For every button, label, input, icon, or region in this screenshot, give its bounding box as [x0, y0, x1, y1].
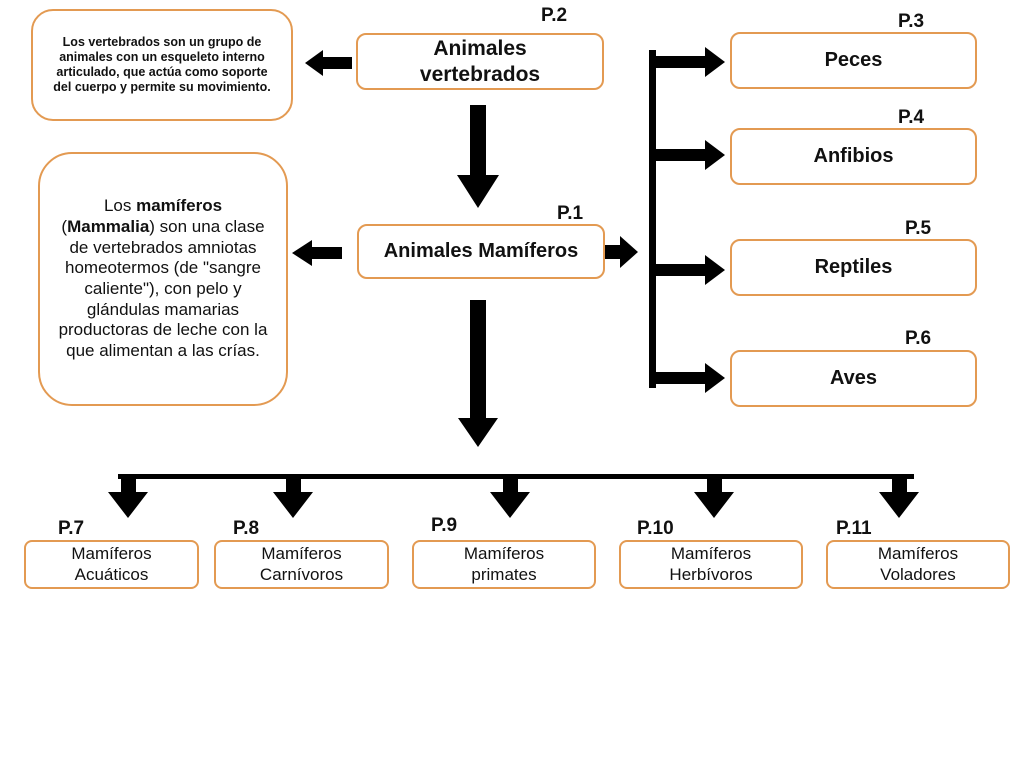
arrow-top-to-description: [305, 50, 352, 76]
node-label-p5: P.5: [905, 218, 932, 239]
node-peces: Peces: [730, 32, 977, 89]
arrow-to-reptiles: [649, 255, 725, 285]
arrow-to-primates: [490, 477, 530, 518]
node-peces-text: Peces: [824, 49, 883, 72]
arrow-top-to-center: [457, 105, 499, 208]
node-aves: Aves: [730, 350, 977, 407]
arrow-to-aves: [649, 363, 725, 393]
node-animales-vertebrados: Animales vertebrados: [356, 33, 604, 90]
node-label-p11: P.11: [836, 518, 872, 539]
node-anfibios-text: Anfibios: [813, 145, 894, 168]
right-bracket-bar: [649, 50, 656, 388]
node-anfibios: Anfibios: [730, 128, 977, 185]
node-animales-vertebrados-text: Animales vertebrados: [419, 36, 541, 86]
arrow-center-to-right: [604, 236, 638, 268]
node-label-p3: P.3: [898, 11, 925, 32]
arrow-center-to-bottom: [458, 300, 498, 447]
arrow-to-peces: [649, 47, 725, 77]
arrow-to-carnivoros: [273, 477, 313, 518]
arrow-to-herbivoros: [694, 477, 734, 518]
node-aves-text: Aves: [829, 367, 878, 390]
node-label-p10: P.10: [637, 518, 674, 539]
node-reptiles: Reptiles: [730, 239, 977, 296]
node-label-p7: P.7: [58, 518, 85, 539]
node-label-p6: P.6: [905, 328, 932, 349]
node-label-p1: P.1: [557, 203, 584, 224]
node-label-p9: P.9: [431, 515, 458, 536]
bottom-bracket-bar: [118, 474, 914, 479]
vertebrates-description: Los vertebrados son un grupo de animales…: [53, 34, 271, 95]
node-label-p2: P.2: [541, 5, 568, 26]
arrow-to-voladores: [879, 477, 919, 518]
node-animales-mamiferos-text: Animales Mamíferos: [383, 240, 579, 263]
arrow-center-to-description: [292, 240, 342, 266]
vertebrates-description-box: Los vertebrados son un grupo de animales…: [31, 9, 293, 121]
node-label-p4: P.4: [898, 107, 925, 128]
node-reptiles-text: Reptiles: [814, 256, 893, 279]
arrow-to-acuaticos: [108, 477, 148, 518]
node-animales-mamiferos: Animales Mamíferos: [357, 224, 605, 279]
mammals-description: Los mamíferos (Mammalia) son una clase d…: [58, 196, 268, 361]
node-label-p8: P.8: [233, 518, 260, 539]
arrow-to-anfibios: [649, 140, 725, 170]
mammals-description-box: Los mamíferos (Mammalia) son una clase d…: [38, 152, 288, 406]
